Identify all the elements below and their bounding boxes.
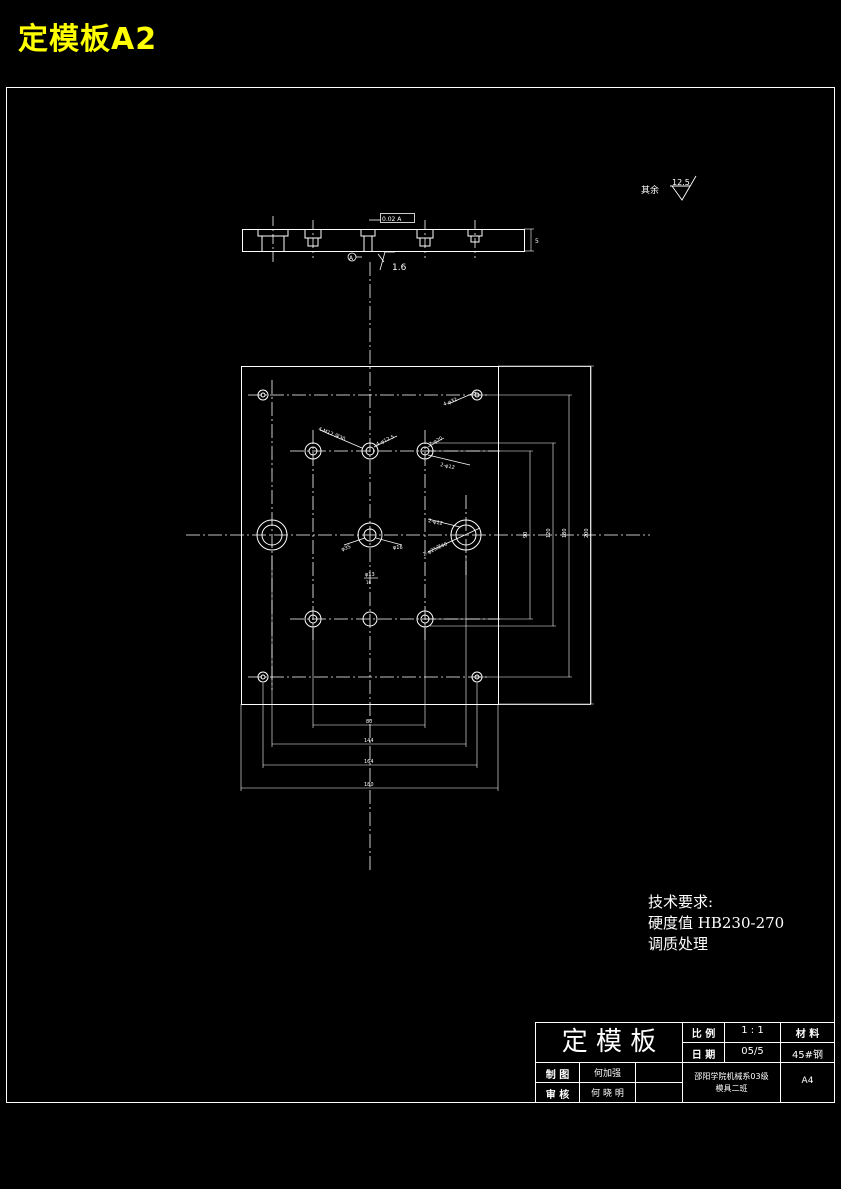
drawing-border xyxy=(6,87,835,1103)
anno-hole-i: φ13 xyxy=(365,572,375,578)
tech-line-hardness: 硬度值 HB230-270 xyxy=(648,914,785,932)
datum-label: A xyxy=(349,255,354,262)
checked-label: 审 核 xyxy=(545,1090,570,1101)
section-view xyxy=(242,213,534,271)
anno-hole-b: 4-φ12.5 xyxy=(375,434,395,448)
dim-right-1: 90 xyxy=(523,532,529,538)
part-name: 定 模 板 xyxy=(561,1027,657,1057)
dim-bottom-1: 80 xyxy=(366,719,372,725)
class-name: 模具二班 xyxy=(715,1084,748,1093)
scale-label: 比 例 xyxy=(691,1029,716,1040)
tech-line-treatment: 调质处理 xyxy=(648,935,709,953)
section-dim-right: 5 xyxy=(535,238,539,245)
anno-hole-f: 2-φ12 xyxy=(428,518,444,527)
plan-holes xyxy=(256,389,483,683)
anno-hole-a: 4-M12 深30 xyxy=(317,425,346,442)
plan-view xyxy=(186,262,650,870)
dim-right-4: 200 xyxy=(584,528,590,538)
tech-requirements: 技术要求: 硬度值 HB230-270 调质处理 xyxy=(648,892,784,955)
tech-heading: 技术要求: xyxy=(648,893,714,911)
drawn-value: 何加强 xyxy=(593,1069,621,1079)
drawn-label: 制 图 xyxy=(545,1070,570,1081)
anno-hole-g: φ35 xyxy=(341,544,352,553)
section-roughness: 1.6 xyxy=(392,263,407,273)
roughness-label: 其余 xyxy=(641,184,659,196)
material-value: 45#钢 xyxy=(791,1050,824,1061)
dim-right-2: 120 xyxy=(546,528,552,538)
checked-value: 何 晓 明 xyxy=(591,1089,624,1099)
roughness-value: 12.5 xyxy=(672,178,690,187)
date-value: 05/5 xyxy=(741,1046,764,1057)
title-block-grid xyxy=(535,1022,835,1103)
anno-hole-j: 2-φ25深40 xyxy=(422,540,449,557)
anno-hole-e: 4-φ32 xyxy=(443,397,459,408)
dim-bottom-3: 164 xyxy=(364,759,374,765)
school-name: 邵阳学院机械系03级 xyxy=(694,1072,769,1081)
material-label: 材 料 xyxy=(795,1029,820,1040)
scale-value: 1 : 1 xyxy=(741,1025,764,1036)
anno-hole-c: 2-φ20 xyxy=(428,436,444,448)
anno-hole-h: φ16 xyxy=(393,545,403,551)
date-label: 日 期 xyxy=(691,1050,716,1061)
sheet-size: A4 xyxy=(801,1076,814,1086)
dim-right-3: 180 xyxy=(562,528,568,538)
page-title: 定模板A2 xyxy=(18,22,158,57)
anno-hole-d: 2-φ12 xyxy=(440,462,456,471)
tolerance-frame-text: 0.02 A xyxy=(382,216,402,223)
roughness-symbol xyxy=(671,175,697,201)
dim-bottom-2: 144 xyxy=(364,738,374,744)
dim-bottom-4: 180 xyxy=(364,782,374,788)
dim-center-small: 16 xyxy=(366,580,372,585)
